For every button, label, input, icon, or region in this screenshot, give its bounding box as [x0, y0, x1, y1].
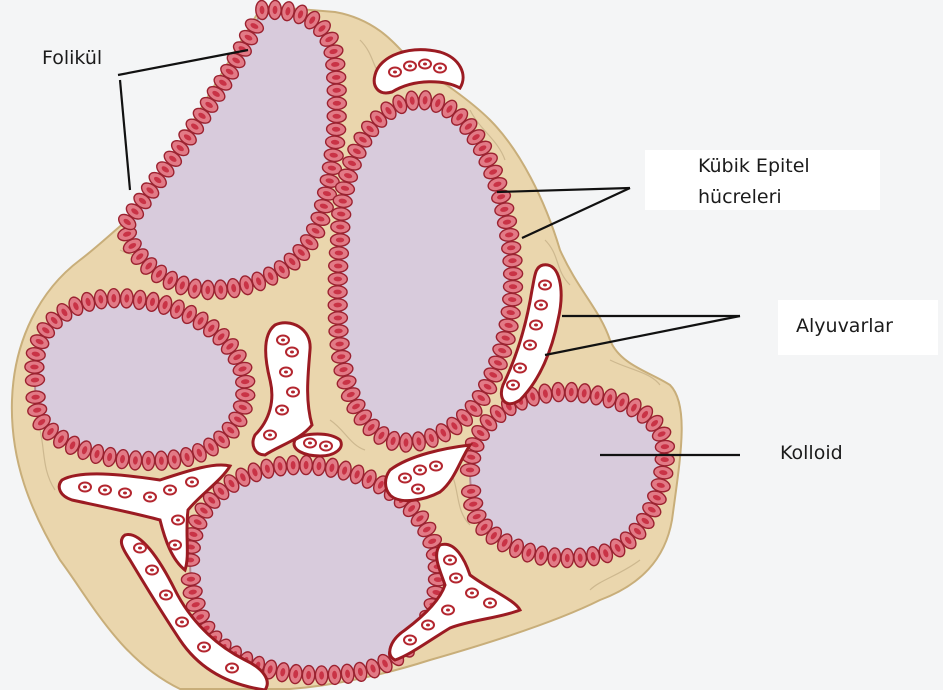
epithelial-cell [326, 71, 346, 84]
epithelial-cell [327, 97, 346, 109]
erythrocyte-center [408, 65, 412, 68]
erythrocyte-center [488, 602, 492, 605]
epithelial-cell [503, 254, 523, 268]
erythrocyte-center [539, 304, 543, 307]
erythrocyte-center [308, 442, 312, 445]
epithelial-cell [201, 280, 214, 299]
label-alyuvarlar: Alyuvarlar [796, 315, 893, 337]
erythrocyte-center [164, 594, 168, 597]
epithelial-cell [214, 280, 228, 300]
erythrocyte-center [123, 492, 127, 495]
epithelial-cell [331, 220, 351, 233]
epithelial-cell [155, 451, 168, 471]
erythrocyte-center [434, 465, 438, 468]
label-folikul: Folikül [42, 47, 102, 69]
capillary-small [294, 434, 341, 456]
erythrocyte-center [190, 481, 194, 484]
epithelial-cell [561, 549, 574, 568]
erythrocyte-center [408, 639, 412, 642]
erythrocyte-center [393, 71, 397, 74]
epithelial-cell [552, 382, 565, 402]
epithelial-cell [315, 666, 328, 685]
erythrocyte-center [470, 592, 474, 595]
erythrocyte-center [180, 621, 184, 624]
erythrocyte-center [416, 488, 420, 491]
erythrocyte-center [290, 351, 294, 354]
erythrocyte-center [148, 496, 152, 499]
epithelial-cell [330, 234, 349, 246]
erythrocyte-center [83, 486, 87, 489]
erythrocyte-center [448, 559, 452, 562]
epithelial-cell [25, 360, 44, 373]
erythrocyte-center [528, 344, 532, 347]
epithelial-cell [142, 451, 155, 470]
epithelial-cell [329, 246, 349, 260]
label-kolloid: Kolloid [780, 442, 843, 464]
epithelial-cell [327, 84, 346, 97]
label-kubik-epitel: Kübik Epitel [698, 155, 810, 177]
epithelial-cell [564, 382, 578, 402]
erythrocyte-center [543, 284, 547, 287]
epithelial-cell [400, 433, 413, 452]
erythrocyte-center [511, 384, 515, 387]
erythrocyte-center [268, 434, 272, 437]
erythrocyte-center [230, 667, 234, 670]
erythrocyte-center [168, 489, 172, 492]
epithelial-cell [268, 0, 281, 20]
erythrocyte-center [426, 624, 430, 627]
epithelial-cell [329, 324, 349, 338]
erythrocyte-center [281, 339, 285, 342]
erythrocyte-center [176, 519, 180, 522]
erythrocyte-center [534, 324, 538, 327]
epithelial-cell [287, 455, 300, 475]
epithelial-cell [328, 312, 347, 325]
epithelial-cell [255, 0, 268, 20]
epithelial-cell [328, 665, 342, 685]
epithelial-cell [460, 464, 479, 477]
erythrocyte-center [291, 391, 295, 394]
erythrocyte-center [418, 469, 422, 472]
erythrocyte-center [423, 63, 427, 66]
epithelial-cell [107, 289, 120, 308]
epithelial-cell [328, 286, 347, 299]
erythrocyte-center [138, 547, 142, 550]
erythrocyte-center [324, 445, 328, 448]
erythrocyte-center [454, 577, 458, 580]
erythrocyte-center [403, 477, 407, 480]
epithelial-cell [573, 548, 587, 568]
epithelial-cell [328, 259, 348, 272]
epithelial-cell [328, 299, 347, 312]
erythrocyte-center [446, 609, 450, 612]
epithelial-cell [302, 665, 315, 685]
epithelial-cell [655, 440, 675, 454]
epithelial-cell [503, 267, 522, 280]
epithelial-cell [327, 110, 346, 123]
erythrocyte-center [150, 569, 154, 572]
erythrocyte-center [518, 367, 522, 370]
erythrocyte-center [173, 544, 177, 547]
epithelial-cell [503, 280, 522, 293]
label-hucreleri: hücreleri [698, 186, 782, 208]
erythrocyte-center [202, 646, 206, 649]
erythrocyte-center [284, 371, 288, 374]
erythrocyte-center [103, 489, 107, 492]
erythrocyte-center [280, 409, 284, 412]
epithelial-cell [326, 123, 346, 137]
epithelial-cell [328, 273, 347, 286]
erythrocyte-center [438, 67, 442, 70]
epithelial-cell [300, 455, 313, 474]
leader-folikul-b [120, 80, 130, 190]
